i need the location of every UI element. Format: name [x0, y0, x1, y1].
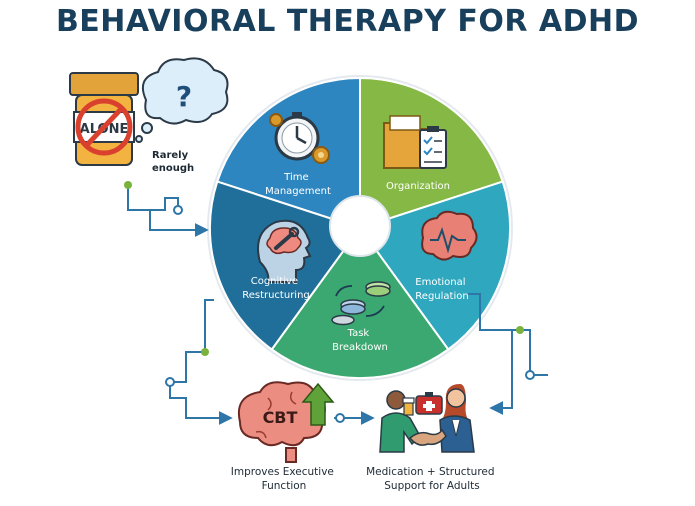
support-label-2: Support for Adults [384, 480, 479, 492]
clock-gear-icon [269, 112, 330, 164]
svg-text:Emotional Regulation: Emotional Regulation [415, 277, 468, 302]
task-breakdown-label-1: Task [347, 328, 370, 339]
connector-nodes [124, 181, 535, 423]
up-arrow-icon [301, 382, 335, 426]
support-label-1: Medication + Structured [366, 466, 494, 478]
thought-bubble-icon: ? [135, 57, 229, 143]
executive-label-2: Function [262, 480, 307, 492]
page-title: BEHAVIORAL THERAPY FOR ADHD [55, 4, 640, 39]
pill-caption-1: Rarely [152, 150, 189, 161]
emotional-regulation-label-1: Emotional [415, 277, 465, 288]
folder-clipboard-icon [383, 115, 447, 169]
question-mark: ? [176, 80, 192, 113]
task-discs-icon [331, 281, 391, 326]
time-management-label-2: Management [265, 186, 331, 197]
emotional-regulation-label-2: Regulation [415, 291, 468, 302]
head-wrench-icon [257, 219, 312, 283]
svg-text:Cognitive Restructuring: Cognitive Restructuring [242, 276, 310, 301]
svg-text:Improves Executive Functio: Improves Executive Function [231, 466, 337, 492]
task-breakdown-label-2: Breakdown [332, 342, 388, 353]
pill-caption-2: enough [152, 163, 194, 174]
time-management-label-1: Time [283, 172, 308, 183]
cbt-text: CBT [263, 408, 298, 427]
cognitive-restructuring-label-2: Restructuring [242, 290, 310, 301]
handshake-icon [379, 384, 475, 453]
prohibition-icon [75, 98, 133, 156]
therapy-wheel: Time Management Organization Emotional R… [207, 75, 513, 381]
pill-bottle-icon: ALONE [69, 72, 139, 166]
wheel-hub [329, 195, 391, 257]
executive-label-1: Improves Executive [231, 466, 334, 478]
svg-text:Time Management: Time Management [265, 172, 331, 197]
svg-text:Task Breakdown: Task Breakdown [332, 328, 388, 353]
svg-text:Medication + Structured Su: Medication + Structured Support for Adul… [366, 466, 498, 492]
svg-text:Rarely enough: Rarely enough [152, 150, 194, 174]
brain-wave-icon [421, 210, 478, 261]
cognitive-restructuring-label-1: Cognitive [251, 276, 298, 287]
organization-label: Organization [386, 181, 450, 192]
